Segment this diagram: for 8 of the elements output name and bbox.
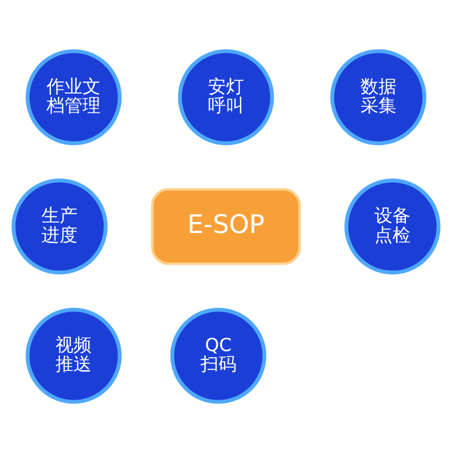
node-box: E-SOP <box>151 188 301 264</box>
node-circle: 数据采集 <box>330 48 426 145</box>
node-circle: 安灯呼叫 <box>178 48 274 145</box>
node-circle: 生产进度 <box>12 178 108 274</box>
node-circle: 作业文档管理 <box>26 48 122 145</box>
node-circle: 设备点检 <box>344 178 440 274</box>
node-circle: 视频推送 <box>26 307 122 404</box>
node-circle: QC扫码 <box>170 307 266 404</box>
